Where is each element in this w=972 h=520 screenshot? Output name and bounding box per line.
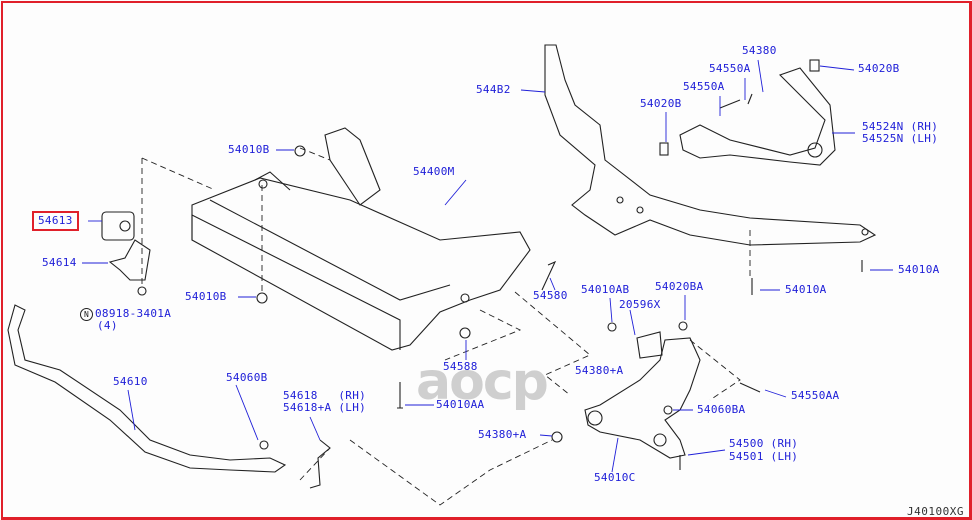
- label-54501[interactable]: 54501 (LH): [729, 450, 799, 463]
- label-quantity: (4): [97, 319, 118, 332]
- label-54010A-right[interactable]: 54010A: [898, 263, 940, 276]
- label-54380A-bottom[interactable]: 54380+A: [478, 428, 527, 441]
- upper-arm-54524N: [659, 59, 836, 166]
- label-54618[interactable]: 54618 (RH): [283, 389, 367, 402]
- label-54010AB[interactable]: 54010AB: [581, 283, 630, 296]
- label-54010C[interactable]: 54010C: [594, 471, 636, 484]
- label-544B2[interactable]: 544B2: [476, 83, 511, 96]
- brace-544B2: [544, 44, 877, 246]
- label-54500[interactable]: 54500 (RH): [729, 437, 799, 450]
- guide-lines: [141, 147, 751, 506]
- label-20596X[interactable]: 20596X: [619, 298, 661, 311]
- label-54010B-bottom[interactable]: 54010B: [185, 290, 227, 303]
- label-54060BA[interactable]: 54060BA: [697, 403, 746, 416]
- label-54380A-top[interactable]: 54380+A: [575, 364, 624, 377]
- crossmember-54400M: [191, 127, 531, 351]
- watermark: aocp: [416, 352, 549, 412]
- label-54610[interactable]: 54610: [113, 375, 148, 388]
- label-54010A-mid[interactable]: 54010A: [785, 283, 827, 296]
- label-54010AA[interactable]: 54010AA: [436, 398, 485, 411]
- label-54550A-2[interactable]: 54550A: [683, 80, 725, 93]
- fasteners: [137, 93, 863, 489]
- label-54618A[interactable]: 54618+A (LH): [283, 401, 367, 414]
- leader-lines: [82, 59, 893, 473]
- label-54588[interactable]: 54588: [443, 360, 478, 373]
- part-number: 08918-3401A: [95, 307, 172, 320]
- n-mark-icon: N: [80, 308, 93, 321]
- label-54524N[interactable]: 54524N (RH): [862, 120, 939, 133]
- label-54613-highlighted[interactable]: 54613: [32, 211, 79, 231]
- label-54580[interactable]: 54580: [533, 289, 568, 302]
- label-54400M[interactable]: 54400M: [413, 165, 455, 178]
- diagram-code: J40100XG: [907, 505, 964, 518]
- label-54020B-left[interactable]: 54020B: [640, 97, 682, 110]
- bushing-54613: [101, 211, 135, 241]
- label-54614[interactable]: 54614: [42, 256, 77, 269]
- label-54020B-right[interactable]: 54020B: [858, 62, 900, 75]
- stabilizer-bar-54610: [7, 211, 287, 473]
- label-54020BA[interactable]: 54020BA: [655, 280, 704, 293]
- label-54060B[interactable]: 54060B: [226, 371, 268, 384]
- label-54550AA[interactable]: 54550AA: [791, 389, 840, 402]
- label-54550A-1[interactable]: 54550A: [709, 62, 751, 75]
- label-54380[interactable]: 54380: [742, 44, 777, 57]
- label-54525N[interactable]: 54525N (LH): [862, 132, 939, 145]
- label-54010B-top[interactable]: 54010B: [228, 143, 270, 156]
